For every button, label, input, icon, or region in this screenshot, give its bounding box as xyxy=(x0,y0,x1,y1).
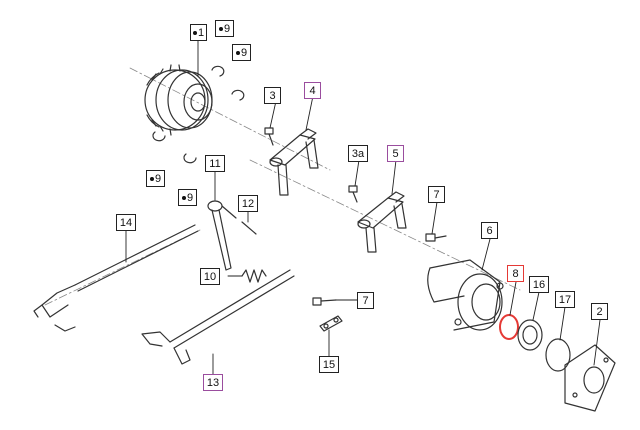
callout-part-3a[interactable]: 3a xyxy=(348,145,368,162)
callout-part-15[interactable]: 15 xyxy=(319,356,339,373)
bolt-3a-part xyxy=(348,185,358,203)
callout-part-9[interactable]: 9 xyxy=(178,189,197,206)
callout-part-17[interactable]: 17 xyxy=(555,291,575,308)
callout-part-1[interactable]: 1 xyxy=(190,24,207,41)
bolt-7-upper-part xyxy=(425,233,447,242)
shift-shaft-13-part xyxy=(141,269,295,365)
callout-part-9[interactable]: 9 xyxy=(232,44,251,61)
callout-part-7[interactable]: 7 xyxy=(357,292,374,309)
lever-11-part xyxy=(207,200,237,271)
callout-part-6[interactable]: 6 xyxy=(481,222,498,239)
synchronizer-hub-part xyxy=(144,64,213,136)
gasket-plate-2-part xyxy=(564,344,616,412)
callout-part-2[interactable]: 2 xyxy=(591,303,608,320)
callout-part-16[interactable]: 16 xyxy=(529,276,549,293)
snap-ring-lower-2 xyxy=(183,153,197,164)
leader-lines xyxy=(125,39,601,375)
bolt-7-lower-part xyxy=(312,297,337,306)
snap-ring-lower-1 xyxy=(152,131,166,142)
callout-part-12[interactable]: 12 xyxy=(238,195,258,212)
callout-part-3[interactable]: 3 xyxy=(264,87,281,104)
link-15-part xyxy=(319,315,343,332)
axis-line-upper xyxy=(129,67,331,171)
axis-line-shaft xyxy=(44,229,201,306)
seal-ring-8-part xyxy=(499,314,519,340)
callout-part-10[interactable]: 10 xyxy=(200,268,220,285)
callout-part-14[interactable]: 14 xyxy=(116,214,136,231)
bearing-16-part xyxy=(517,319,543,351)
pin-12-part xyxy=(241,221,257,235)
callout-part-11[interactable]: 11 xyxy=(205,155,225,172)
snap-ring-upper-2 xyxy=(231,89,245,101)
callout-part-13[interactable]: 13 xyxy=(203,374,223,391)
snap-ring-upper-1 xyxy=(211,65,225,77)
callout-part-8[interactable]: 8 xyxy=(507,265,524,282)
bolt-3-part xyxy=(264,127,274,146)
callout-part-9[interactable]: 9 xyxy=(215,20,234,37)
callout-part-9[interactable]: 9 xyxy=(146,170,165,187)
guide-tube-6-part xyxy=(427,259,504,331)
shift-fork-4-part xyxy=(269,128,319,196)
shift-fork-5-part xyxy=(357,191,407,253)
ring-17-part xyxy=(545,338,571,372)
shift-shaft-14-part xyxy=(33,224,199,332)
spring-10-part xyxy=(241,269,267,283)
callout-part-7[interactable]: 7 xyxy=(428,186,445,203)
callout-part-5[interactable]: 5 xyxy=(387,145,404,162)
callout-part-4[interactable]: 4 xyxy=(304,82,321,99)
axis-line-main xyxy=(249,159,521,291)
